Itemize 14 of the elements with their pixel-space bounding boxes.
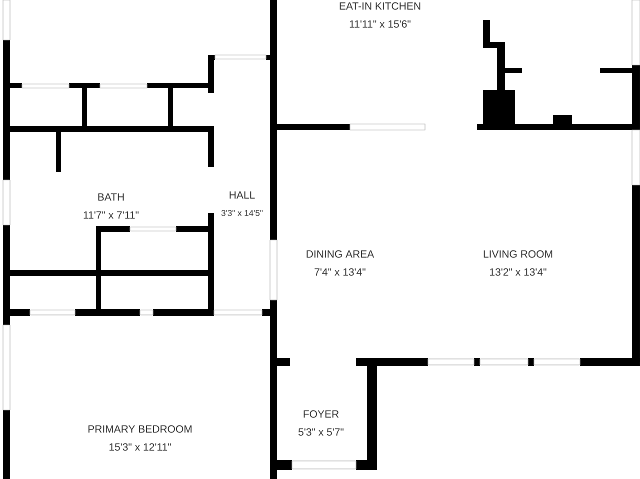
room-name: DINING AREA [306,250,374,258]
room-dimensions: 7'4" x 13'4" [314,268,366,276]
room-name: HALL [230,191,255,199]
room-dimensions: 11'7" x 7'11" [84,211,139,219]
room-name: EAT-IN KITCHEN [340,2,420,10]
room-dimensions: 5'3" x 5'7" [298,428,344,436]
room-name: PRIMARY BEDROOM [88,425,192,433]
room-name: BATH [98,193,124,201]
room-dimensions: 3'3" x 14'5" [221,210,263,216]
room-dimensions: 11'11" x 15'6" [350,20,410,28]
room-name: FOYER [304,410,339,418]
room-name: LIVING ROOM [484,250,552,258]
room-dimensions: 15'3" x 12'11" [109,443,171,451]
room-dimensions: 13'2" x 13'4" [490,268,546,276]
